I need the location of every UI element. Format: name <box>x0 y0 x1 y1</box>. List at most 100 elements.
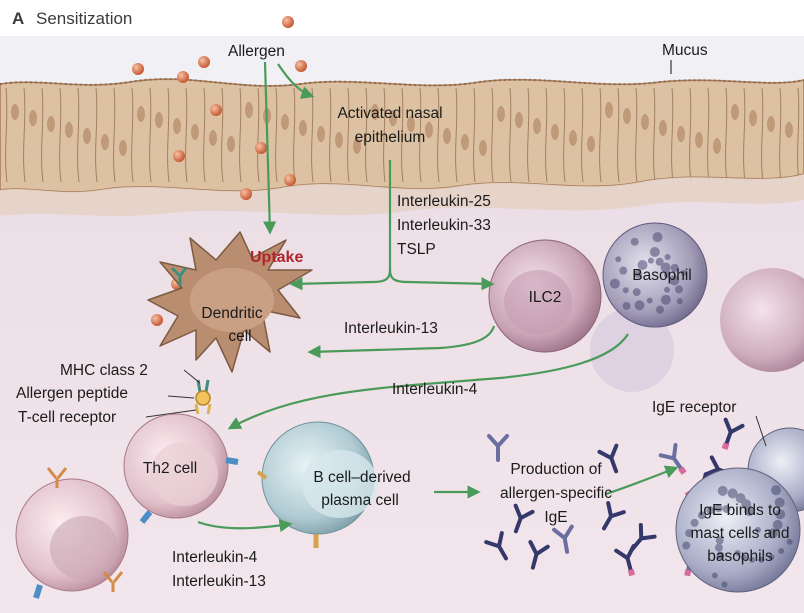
ilc2-cell: ILC2 <box>488 239 602 353</box>
epithelial-nucleus <box>29 110 37 126</box>
epithelial-cell-wall <box>761 87 764 183</box>
uptake-label: Uptake <box>250 249 303 266</box>
epithelial-cell-wall <box>113 87 116 183</box>
allergen-particle <box>284 174 296 186</box>
epithelial-nucleus <box>587 136 595 152</box>
epithelial-nucleus <box>299 120 307 136</box>
ige-antibody-icon <box>487 434 509 462</box>
allergen-particle <box>295 60 307 72</box>
mhc-leader-line <box>183 369 201 384</box>
mast-cell-granule <box>721 581 728 588</box>
epithelial-cell-wall <box>707 87 710 183</box>
epithelial-nucleus <box>533 118 541 134</box>
basophil-granule <box>637 259 648 270</box>
surface-receptor-icon <box>33 584 43 599</box>
plasma-cell-label-line2: plasma cell <box>321 492 399 509</box>
allergen-particle <box>177 71 189 83</box>
basophil-granule <box>660 262 671 273</box>
epithelial-nucleus <box>767 116 775 132</box>
peptide-leader-line <box>167 395 195 399</box>
epithelial-nucleus <box>659 120 667 136</box>
epithelial-nucleus <box>731 104 739 120</box>
dendritic-cell-label-line1: Dendritic <box>201 305 262 322</box>
allergen-particle <box>132 63 144 75</box>
mast-cell-granule <box>748 556 755 563</box>
epithelial-cell-wall <box>293 87 296 183</box>
allergen-particle <box>255 142 267 154</box>
epithelial-nucleus <box>713 138 721 154</box>
panel-header <box>0 0 804 36</box>
epithelial-cell-wall <box>239 87 242 183</box>
epithelial-cell-wall <box>275 87 278 183</box>
epithelial-nucleus <box>245 102 253 118</box>
ige-antibody-icon <box>513 503 535 534</box>
epithelial-cell-wall <box>167 87 170 183</box>
plasma-surface-receptor-icon <box>256 470 268 480</box>
production-ige-label-line1: Production of <box>510 461 602 478</box>
pathway-arrows <box>197 61 679 533</box>
allergen-particle <box>282 16 294 28</box>
epithelial-cell-wall <box>473 87 476 183</box>
epithelial-cell-wall <box>257 87 260 183</box>
epithelial-cell-wall <box>671 87 674 183</box>
lower-left-cell <box>15 467 129 599</box>
basophil-granule <box>649 247 660 258</box>
epithelial-nucleus <box>353 138 361 154</box>
epithelial-cell-wall <box>23 87 26 183</box>
epithelial-nucleus <box>515 112 523 128</box>
basophil-granule <box>664 272 670 278</box>
dendritic-cell: Dendritic cell <box>147 231 313 373</box>
mast-cell-granule <box>772 519 783 530</box>
cytokine-label-il25: Interleukin-25 <box>397 193 491 210</box>
ige-antibody-icon <box>602 501 626 531</box>
mast-cell-granule <box>734 549 741 556</box>
mhc-class2-label: MHC class 2 <box>60 362 148 379</box>
ige-antibody-icon <box>721 417 745 451</box>
mast-cell-granule <box>786 538 793 545</box>
epithelial-cell-wall <box>779 87 782 183</box>
epithelial-nucleus <box>551 124 559 140</box>
epithelial-cell-wall <box>329 87 332 183</box>
epithelial-nucleus <box>65 122 73 138</box>
epithelial-cell-wall <box>599 87 602 183</box>
ige-antibody-icon <box>597 443 619 474</box>
ige-binds-label-line3: basophils <box>707 548 773 565</box>
arrow-il4-to-th2 <box>227 333 629 430</box>
epithelial-nucleus <box>569 130 577 146</box>
interleukin-13-label: Interleukin-13 <box>344 320 438 337</box>
allergen-particle <box>173 150 185 162</box>
mast-cell-granule <box>775 509 786 520</box>
epithelial-nucleus <box>479 140 487 156</box>
mast-cell-granule <box>682 541 691 550</box>
epithelial-cell-wall <box>59 87 62 183</box>
mast-cell-granule <box>755 527 761 533</box>
ilc2-label: ILC2 <box>529 289 562 306</box>
basophil-granule <box>676 298 683 305</box>
epithelial-cell-wall <box>455 87 458 183</box>
panel-title: Sensitization <box>36 9 132 28</box>
epithelial-cell-wall <box>5 87 8 183</box>
allergen-peptide-label: Allergen peptide <box>16 385 128 402</box>
allergen-particles <box>132 16 307 326</box>
epithelial-nucleus <box>785 122 793 138</box>
basophil-granule <box>675 285 684 294</box>
epithelial-cell-wall <box>221 87 224 183</box>
t-cell-receptor-label: T-cell receptor <box>18 409 116 426</box>
ige-antibody-icon <box>658 443 687 475</box>
epithelial-cell-wall <box>581 87 584 183</box>
cytokine-label-il33: Interleukin-33 <box>397 217 491 234</box>
ige-antibody-icon <box>528 540 550 570</box>
mast-cell-granule <box>697 511 706 520</box>
basophil-granule <box>634 269 643 278</box>
production-ige-label-line3: IgE <box>544 509 567 526</box>
epithelial-cell-wall <box>437 87 440 183</box>
epithelial-cell-wall <box>491 87 494 183</box>
allergen-particle <box>210 104 222 116</box>
basophil-label: Basophil <box>632 267 691 284</box>
mast-cell-granule <box>768 554 775 561</box>
epithelial-nucleus <box>695 132 703 148</box>
dendritic-receptor-icon <box>170 266 188 286</box>
background-cell <box>590 308 674 392</box>
allergen-particle <box>240 188 252 200</box>
